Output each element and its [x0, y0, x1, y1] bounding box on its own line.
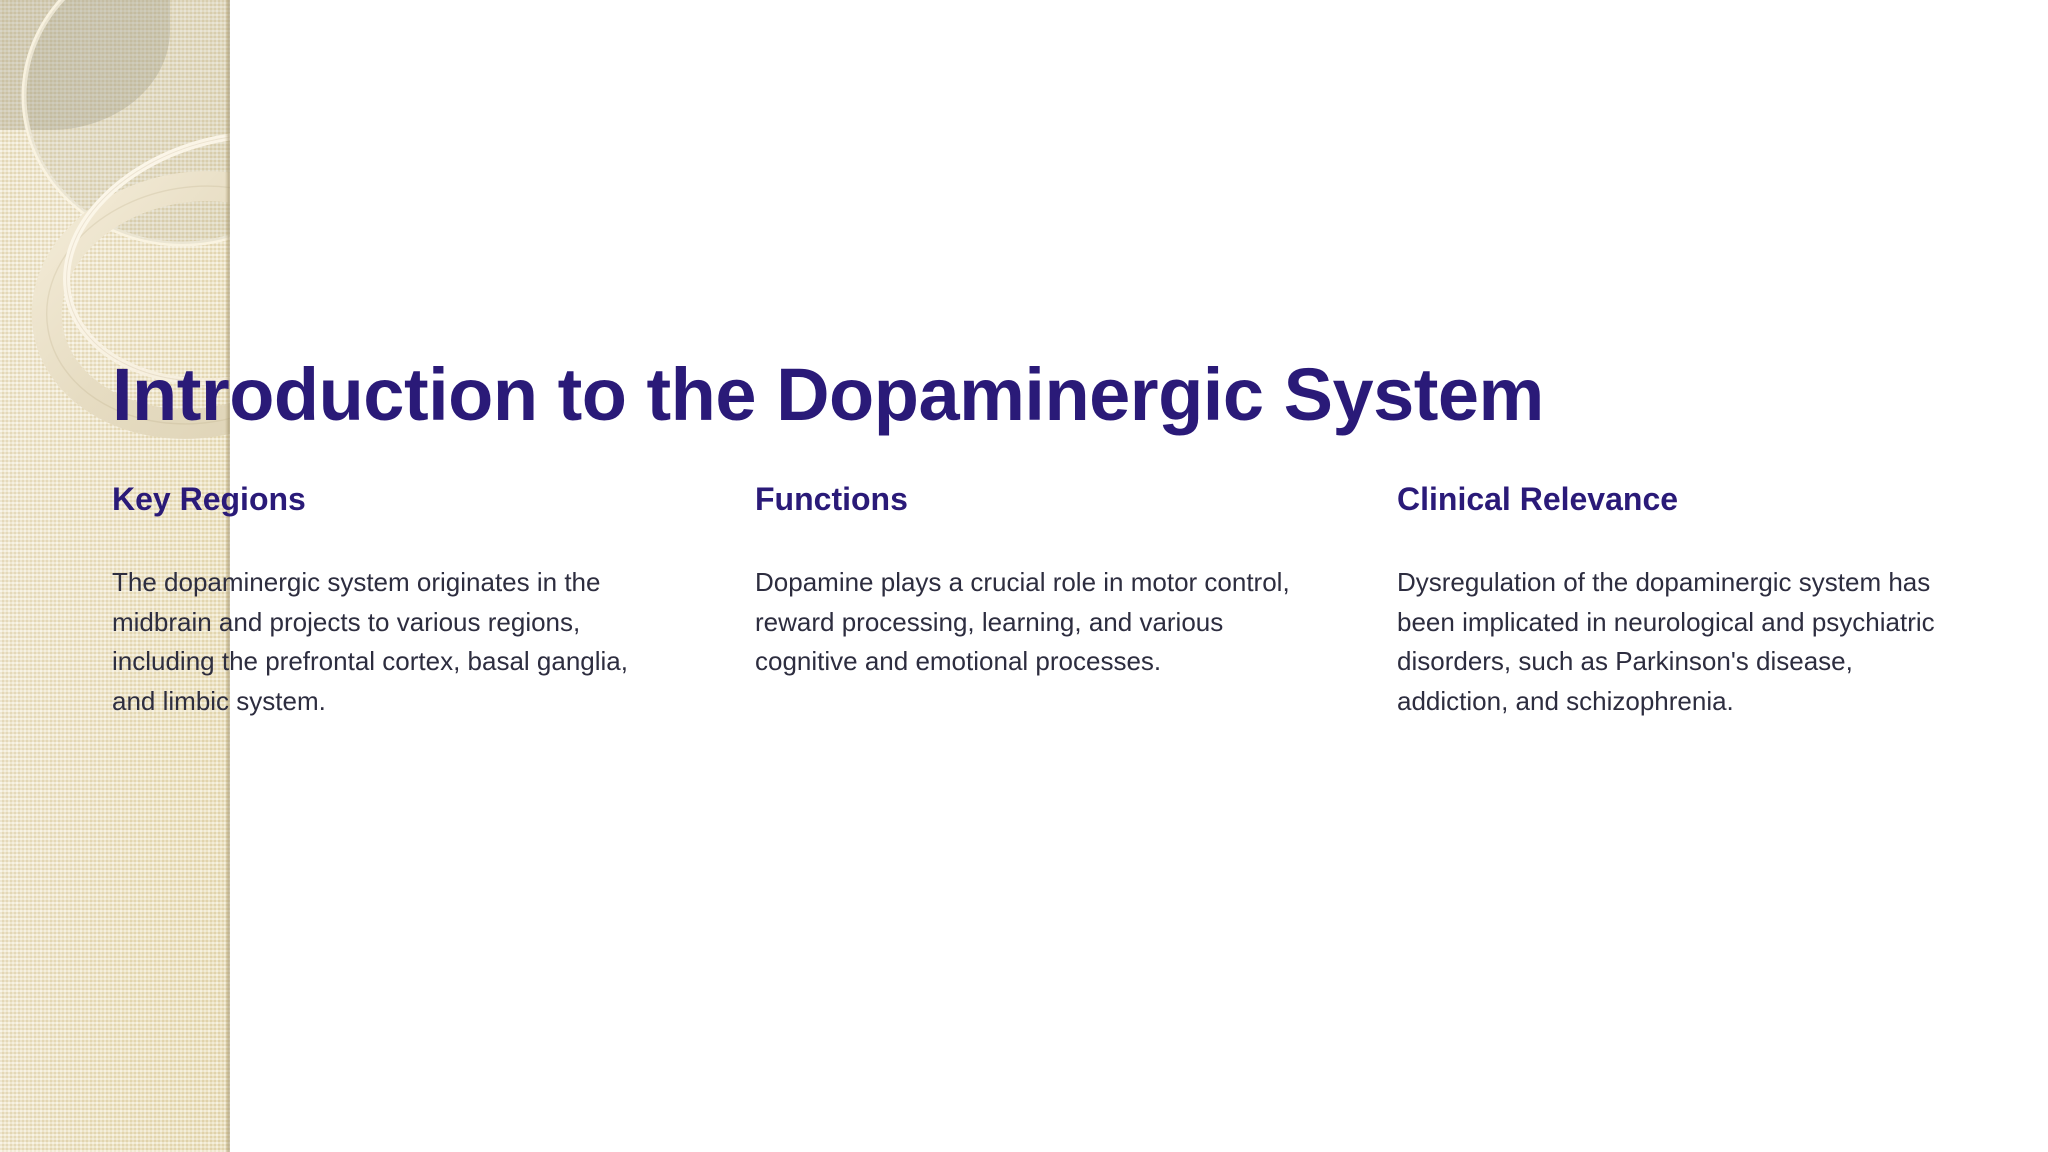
thin-ring-lower-outline — [66, 133, 230, 383]
decorative-sidebar — [0, 0, 230, 1152]
thick-ring-band — [31, 171, 230, 439]
content-column-key-regions: Key Regions The dopaminergic system orig… — [112, 481, 672, 721]
column-heading-functions: Functions — [755, 481, 908, 517]
slide-title: Introduction to the Dopaminergic System — [112, 352, 1544, 436]
sidebar-rings-decoration — [21, 0, 230, 439]
column-heading-clinical-relevance: Clinical Relevance — [1397, 481, 1679, 517]
column-heading-key-regions: Key Regions — [112, 481, 306, 517]
thick-ring-outline — [46, 185, 230, 425]
content-column-clinical-relevance: Clinical Relevance Dysregulation of the … — [1397, 481, 1967, 721]
sidebar-edge-shadow — [225, 0, 230, 1152]
column-body-key-regions: The dopaminergic system originates in th… — [112, 567, 628, 716]
thin-ring-upper — [21, 0, 230, 247]
column-body-functions: Dopamine plays a crucial role in motor c… — [755, 567, 1290, 677]
thin-ring-lower — [63, 130, 230, 386]
column-body-clinical-relevance: Dysregulation of the dopaminergic system… — [1397, 567, 1935, 716]
content-column-functions: Functions Dopamine plays a crucial role … — [755, 481, 1315, 682]
